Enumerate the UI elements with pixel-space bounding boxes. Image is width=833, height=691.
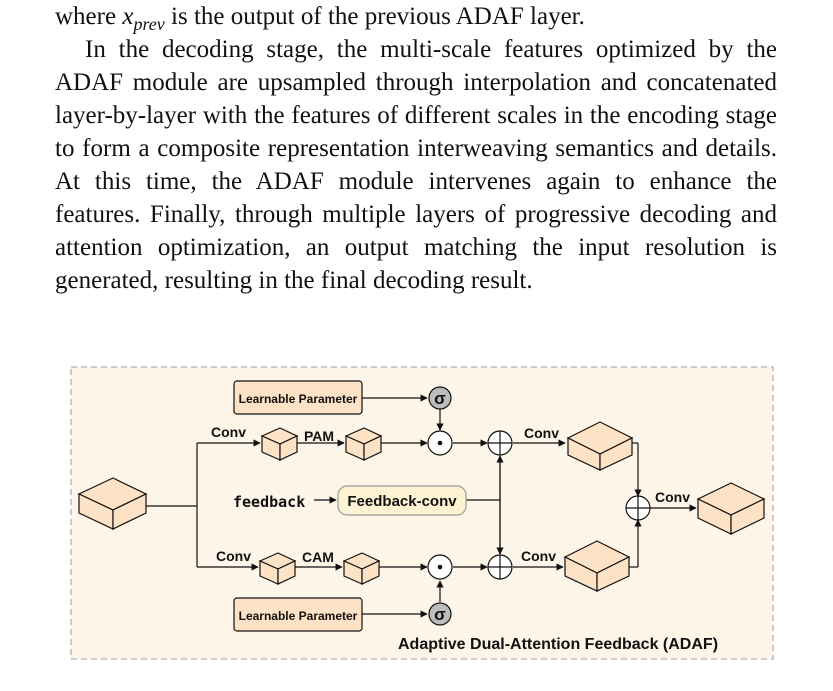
cam-input-cube bbox=[258, 552, 297, 585]
pam-label: PAM bbox=[304, 428, 334, 444]
sigma-bottom-symbol: σ bbox=[434, 605, 446, 624]
feedback-label: feedback bbox=[233, 493, 305, 511]
text-fragment: is the output of the previous ADAF layer… bbox=[164, 3, 585, 30]
paragraph-decoding-stage: In the decoding stage, the multi-scale f… bbox=[55, 36, 777, 294]
bottom-conv-cube bbox=[563, 540, 631, 592]
math-var-x: x bbox=[122, 3, 134, 30]
learnable-parameter-bottom-box bbox=[233, 597, 363, 632]
text-line-1: where xprev is the output of the previou… bbox=[55, 0, 777, 41]
sigma-bottom-icon bbox=[428, 602, 452, 626]
conv-top-right-label: Conv bbox=[524, 425, 559, 441]
math-subscript-prev: prev bbox=[133, 14, 165, 34]
conv-bottom-left-label: Conv bbox=[216, 548, 251, 564]
add-merge-icon bbox=[625, 495, 651, 521]
sigma-top-icon bbox=[428, 386, 452, 410]
output-feature-cube bbox=[696, 482, 766, 535]
feature-cubes bbox=[77, 421, 766, 592]
input-feature-cube bbox=[77, 477, 148, 530]
sigma-top-symbol: σ bbox=[434, 389, 446, 408]
figure-caption: Adaptive Dual-Attention Feedback (ADAF) bbox=[398, 636, 718, 653]
top-conv-cube bbox=[566, 421, 634, 471]
add-top-icon bbox=[487, 430, 513, 456]
multiply-bottom-icon bbox=[427, 554, 453, 580]
cam-output-cube bbox=[342, 552, 381, 585]
pam-input-cube bbox=[260, 427, 299, 461]
cam-label: CAM bbox=[302, 549, 334, 565]
pam-output-cube bbox=[344, 427, 383, 461]
add-bottom-icon bbox=[487, 554, 513, 580]
text-fragment: where bbox=[55, 3, 123, 30]
feedback-conv-box bbox=[337, 485, 467, 516]
multiply-top-icon bbox=[427, 430, 453, 456]
conv-top-left-label: Conv bbox=[211, 424, 246, 440]
conv-output-label: Conv bbox=[655, 489, 690, 505]
feedback-conv-label: Feedback-conv bbox=[347, 493, 457, 510]
learnable-parameter-top-box bbox=[233, 380, 363, 415]
learnable-parameter-top-label: Learnable Parameter bbox=[239, 392, 358, 406]
learnable-parameter-bottom-label: Learnable Parameter bbox=[239, 609, 358, 623]
conv-bottom-right-label: Conv bbox=[521, 548, 556, 564]
